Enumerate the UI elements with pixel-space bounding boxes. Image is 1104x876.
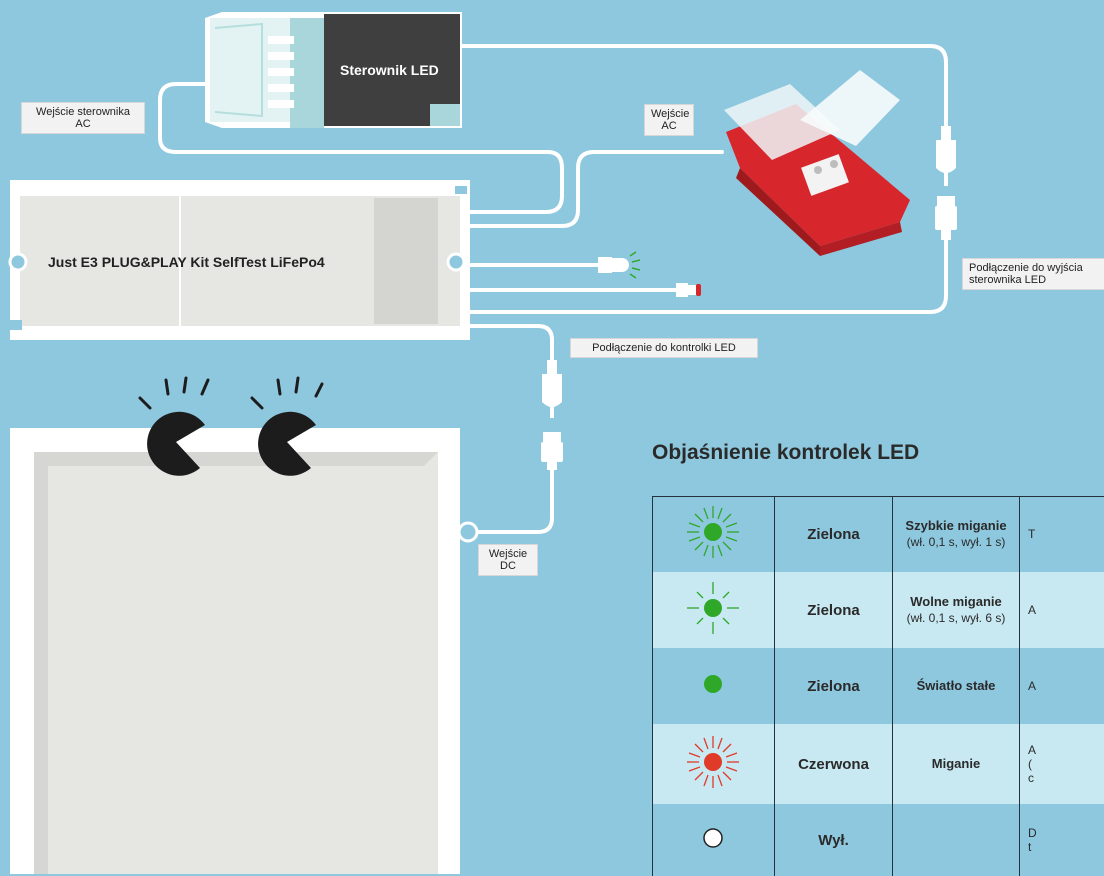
legend-mode: Wolne miganie (wł. 0,1 s, wył. 6 s) [893, 572, 1020, 648]
legend-icon-cell [652, 648, 775, 724]
plug-connector-bottom [541, 360, 563, 470]
cable-led-connection [470, 326, 552, 360]
controller-ac-input-tag: Wejście sterownika AC [22, 103, 144, 133]
legend-row: Czerwona Miganie A ( c [652, 724, 1104, 804]
led-indicator-connection-tag: Podłączenie do kontrolki LED [571, 339, 757, 357]
green-fast-blink-icon [683, 502, 743, 562]
legend-desc: A [1020, 572, 1104, 648]
legend-row: Zielona Wolne miganie (wł. 0,1 s, wył. 6… [652, 572, 1104, 648]
red-blink-icon [683, 732, 743, 792]
legend-color: Zielona [775, 648, 893, 724]
controller-output-connection-tag: Podłączenie do wyjścia sterownika LED [963, 259, 1104, 289]
legend-mode: Światło stałe [893, 648, 1020, 724]
legend-mode-label: Szybkie miganie [893, 518, 1019, 534]
plug-connector-top [935, 126, 957, 240]
legend-mode-label: Światło stałe [893, 678, 1019, 694]
legend-color: Wył. [775, 804, 893, 876]
green-slow-blink-icon [683, 578, 743, 638]
legend-row: Wył. D t [652, 804, 1104, 876]
main-unit-label: Just E3 PLUG&PLAY Kit SelfTest LiFePo4 [48, 254, 325, 270]
legend-desc: A ( c [1020, 724, 1104, 804]
legend-color: Zielona [775, 496, 893, 572]
legend-mode: Miganie [893, 724, 1020, 804]
legend-desc: A [1020, 648, 1104, 724]
controller-label: Sterownik LED [340, 62, 439, 78]
led-legend-table: Zielona Szybkie miganie (wł. 0,1 s, wył.… [652, 496, 1104, 876]
legend-mode-label: Wolne miganie [893, 594, 1019, 610]
legend-color: Czerwona [775, 724, 893, 804]
legend-mode: Szybkie miganie (wł. 0,1 s, wył. 1 s) [893, 496, 1020, 572]
legend-desc: T [1020, 496, 1104, 572]
legend-color: Zielona [775, 572, 893, 648]
legend-title: Objaśnienie kontrolek LED [652, 441, 919, 465]
dc-input-tag: Wejście DC [479, 545, 537, 575]
legend-icon-cell [652, 572, 775, 648]
panel-light [10, 428, 477, 874]
legend-mode-detail: (wł. 0,1 s, wył. 6 s) [893, 610, 1019, 626]
ac-input-tag: Wejście AC [645, 105, 693, 135]
green-steady-icon [683, 654, 743, 714]
cable-dc-input [478, 470, 552, 532]
green-led-indicator [598, 252, 640, 278]
red-led-indicator [676, 283, 701, 297]
legend-icon-cell [652, 724, 775, 804]
legend-row: Zielona Szybkie miganie (wł. 0,1 s, wył.… [652, 496, 1104, 572]
legend-row: Zielona Światło stałe A [652, 648, 1104, 724]
terminal-block [724, 70, 910, 256]
legend-mode [893, 804, 1020, 876]
legend-mode-detail: (wł. 0,1 s, wył. 1 s) [893, 534, 1019, 550]
legend-icon-cell [652, 804, 775, 876]
cable-to-main-output [470, 240, 946, 312]
legend-desc: D t [1020, 804, 1104, 876]
legend-icon-cell [652, 496, 775, 572]
off-icon [683, 808, 743, 868]
legend-mode-label: Miganie [893, 756, 1019, 772]
cable-ac-input [470, 152, 722, 226]
